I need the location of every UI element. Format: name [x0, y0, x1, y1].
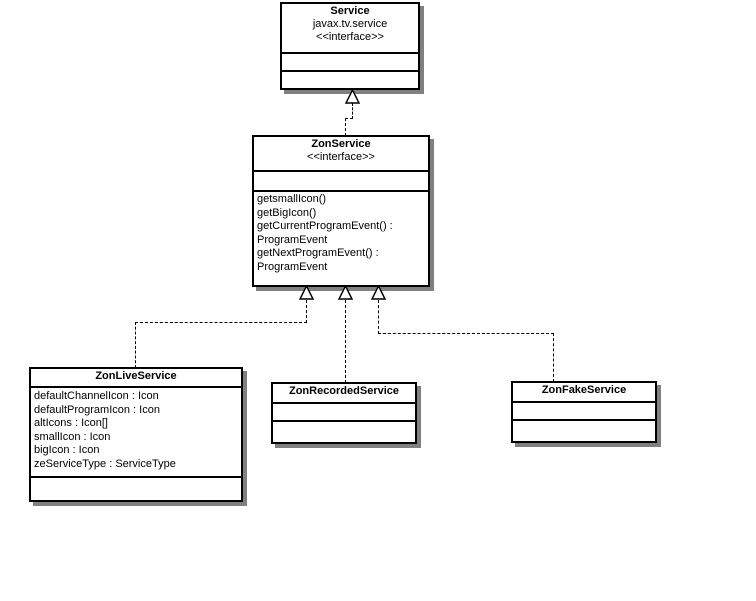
- class-operations-compartment-zonfakeservice: [513, 419, 655, 441]
- class-attribute: altIcons : Icon[]: [34, 417, 108, 429]
- class-package-service: javax.tv.service: [312, 18, 388, 30]
- class-operation: getsmallIcon(): [257, 193, 327, 205]
- connector-zonliveservice-horizontal: [135, 322, 307, 323]
- class-stereotype-service: <<interface>>: [316, 31, 384, 43]
- realization-arrowhead-zonservice-left: [298, 284, 315, 300]
- hollow-triangle-icon: [370, 284, 387, 300]
- class-operation: getBigIcon(): [257, 206, 317, 219]
- class-stereotype-zonservice: <<interface>>: [307, 151, 375, 163]
- connector-zonrecordedservice-vertical: [345, 300, 346, 383]
- class-attribute: bigIcon : Icon: [34, 444, 100, 456]
- connector-zonfakeservice-horizontal: [378, 333, 554, 334]
- class-name-compartment-zonliveservice: ZonLiveService: [31, 369, 241, 386]
- class-attributes-compartment-zonliveservice: defaultChannelIcon : Icon defaultProgram…: [31, 386, 241, 476]
- hollow-triangle-icon: [337, 284, 354, 300]
- hollow-triangle-icon: [344, 88, 361, 104]
- class-attribute: defaultChannelIcon : Icon: [34, 390, 159, 402]
- connector-zonfakeservice-vertical-top: [378, 300, 379, 334]
- class-name-service: Service: [330, 5, 370, 17]
- class-attributes-compartment-zonfakeservice: [513, 401, 655, 419]
- hollow-triangle-icon: [298, 284, 315, 300]
- class-name-compartment-zonfakeservice: ZonFakeService: [513, 383, 655, 401]
- class-name-zonfakeservice: ZonFakeService: [541, 384, 627, 396]
- class-name-zonliveservice: ZonLiveService: [95, 370, 177, 382]
- class-box-zonrecordedservice[interactable]: ZonRecordedService: [271, 382, 417, 444]
- class-operations-compartment-zonliveservice: [31, 476, 241, 500]
- realization-arrowhead-zonservice-middle: [337, 284, 354, 300]
- class-operation: ProgramEvent: [257, 233, 328, 246]
- connector-zonfakeservice-vertical-down: [553, 333, 554, 382]
- class-box-zonservice[interactable]: ZonService <<interface>> getsmallIcon() …: [252, 135, 430, 287]
- class-operation: getCurrentProgramEvent() :: [257, 220, 393, 232]
- class-attribute: smallIcon : Icon: [34, 430, 111, 443]
- connector-zonservice-to-service-vertical-upper: [352, 103, 353, 119]
- class-attribute: zeServiceType : ServiceType: [34, 457, 176, 470]
- class-operation: ProgramEvent: [257, 260, 328, 273]
- connector-zonservice-to-service-horizontal: [345, 118, 353, 119]
- class-operations-compartment-zonservice: getsmallIcon() getBigIcon() getCurrentPr…: [254, 190, 428, 285]
- class-box-zonliveservice[interactable]: ZonLiveService defaultChannelIcon : Icon…: [29, 367, 243, 502]
- realization-arrowhead-zonservice-right: [370, 284, 387, 300]
- class-name-compartment-zonrecordedservice: ZonRecordedService: [273, 384, 415, 402]
- connector-zonservice-to-service-vertical-lower: [345, 118, 346, 136]
- class-operations-compartment-service: [282, 70, 418, 88]
- connector-zonliveservice-vertical-down: [135, 322, 136, 368]
- class-box-zonfakeservice[interactable]: ZonFakeService: [511, 381, 657, 443]
- class-name-zonservice: ZonService: [311, 138, 371, 150]
- class-attributes-compartment-zonservice: [254, 170, 428, 190]
- class-operations-compartment-zonrecordedservice: [273, 420, 415, 442]
- class-box-service[interactable]: Service javax.tv.service <<interface>>: [280, 2, 420, 90]
- realization-arrowhead-service: [344, 88, 361, 104]
- connector-zonliveservice-vertical-top: [306, 300, 307, 323]
- class-name-compartment-service: Service javax.tv.service <<interface>>: [282, 4, 418, 52]
- class-name-zonrecordedservice: ZonRecordedService: [288, 385, 400, 397]
- class-operation: getNextProgramEvent() :: [257, 247, 379, 259]
- class-attributes-compartment-zonrecordedservice: [273, 402, 415, 420]
- class-name-compartment-zonservice: ZonService <<interface>>: [254, 137, 428, 170]
- class-attributes-compartment-service: [282, 52, 418, 70]
- class-attribute: defaultProgramIcon : Icon: [34, 403, 160, 416]
